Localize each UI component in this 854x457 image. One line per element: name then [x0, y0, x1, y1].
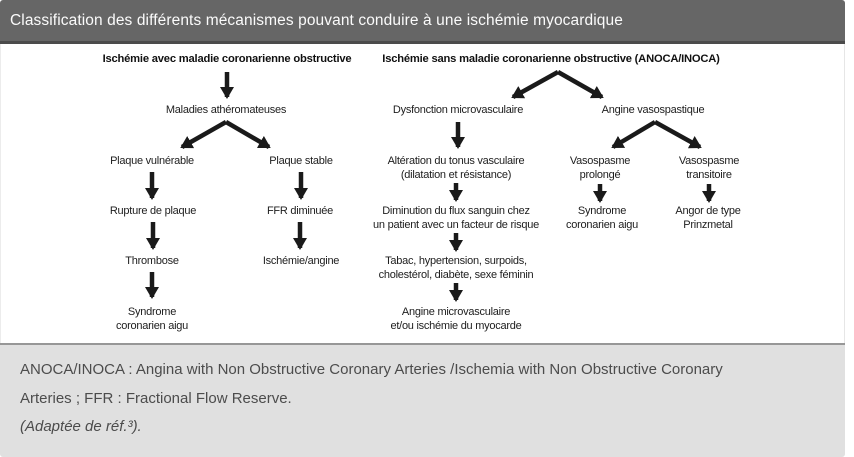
arrow-connector	[180, 120, 228, 149]
node-angor-prinzmetal: Angor de type Prinzmetal	[675, 205, 741, 231]
node-vasospasme-prolonge: Vasospasme prolongé	[569, 155, 631, 181]
flowchart: Ischémie avec maladie coronarienne obstr…	[0, 44, 845, 343]
node-syndrome-coronarien-aigu-droit: Syndrome coronarien aigu	[565, 205, 639, 231]
node-thrombose: Thrombose	[125, 255, 179, 267]
arrow-connector	[556, 70, 604, 99]
arrow-connector	[611, 120, 657, 149]
node-angine-microvasculaire: Angine microvasculaire et/ou ischémie du…	[390, 306, 522, 332]
node-dysfonction-microvasculaire: Dysfonction microvasculaire	[392, 104, 524, 116]
node-plaque-stable: Plaque stable	[269, 155, 333, 167]
figure-title-bar: Classification des différents mécanismes…	[0, 0, 845, 44]
arrow-connector	[224, 120, 271, 149]
node-header-non-obstructive: Ischémie sans maladie coronarienne obstr…	[382, 53, 720, 65]
node-alteration-tonus: Altération du tonus vasculaire (dilatati…	[387, 155, 525, 181]
node-rupture-de-plaque: Rupture de plaque	[109, 205, 197, 217]
footnote-reference: (Adaptée de réf.³).	[20, 418, 142, 435]
arrow-connector	[511, 70, 560, 99]
node-plaque-vulnerable: Plaque vulnérable	[110, 155, 194, 167]
node-angine-vasospastique: Angine vasospastique	[601, 104, 705, 116]
node-ischemie-angine: Ischémie/angine	[262, 255, 340, 267]
arrow-connector	[653, 120, 702, 149]
footnote-line-1: ANOCA/INOCA : Angina with Non Obstructiv…	[20, 361, 723, 378]
footnote-panel: ANOCA/INOCA : Angina with Non Obstructiv…	[0, 343, 845, 457]
node-diminution-flux: Diminution du flux sanguin chez un patie…	[373, 205, 539, 231]
node-ffr-diminuee: FFR diminuée	[266, 205, 334, 217]
node-header-obstructive: Ischémie avec maladie coronarienne obstr…	[102, 53, 352, 65]
node-maladies-atheromateuses: Maladies athéromateuses	[165, 104, 287, 116]
figure-title: Classification des différents mécanismes…	[10, 12, 623, 29]
flow-arrows	[145, 70, 716, 302]
node-facteurs-de-risque: Tabac, hypertension, surpoids, cholestér…	[378, 255, 534, 281]
node-vasospasme-transitoire: Vasospasme transitoire	[678, 155, 740, 181]
footnote-line-2: Arteries ; FFR : Fractional Flow Reserve…	[20, 389, 292, 407]
node-syndrome-coronarien-aigu-gauche: Syndrome coronarien aigu	[115, 306, 189, 332]
